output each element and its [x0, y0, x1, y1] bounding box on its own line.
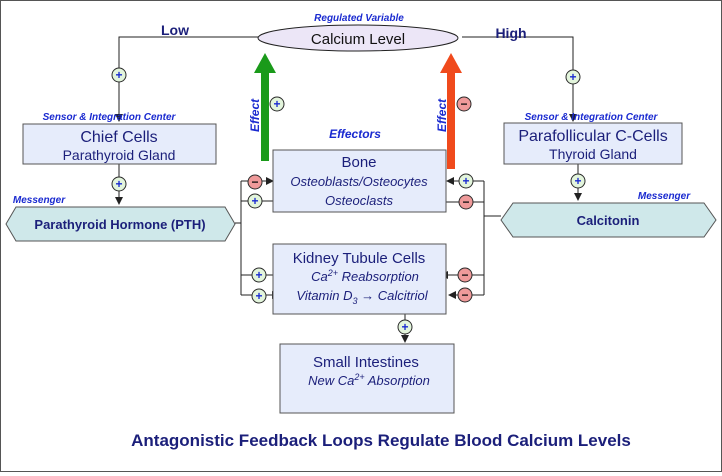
intestine-title: Small Intestines	[313, 354, 419, 371]
effect-label-right: Effect	[435, 98, 449, 132]
svg-text:+: +	[569, 70, 576, 84]
plus-sign-chief-pth: +	[111, 176, 127, 192]
kidney-title: Kidney Tubule Cells	[293, 250, 426, 267]
bone-title: Bone	[341, 154, 376, 171]
effect-arrow-red	[440, 53, 462, 169]
c-cells-title: Parafollicular C-Cells	[518, 128, 667, 145]
effect-arrow-green	[254, 53, 276, 161]
bone-osteoblasts: Osteoblasts/Osteocytes	[290, 174, 428, 189]
plus-sign-low-branch: +	[111, 67, 127, 83]
plus-sign-calcitonin-osteoblasts: +	[458, 173, 474, 189]
low-label: Low	[161, 22, 189, 38]
plus-sign-pth-vitamin: +	[251, 288, 267, 304]
svg-text:+: +	[115, 177, 122, 191]
right-sensor-caption: Sensor & Integration Center	[525, 112, 659, 123]
bone-osteoclasts: Osteoclasts	[325, 193, 393, 208]
diagram-footer-title: Antagonistic Feedback Loops Regulate Blo…	[131, 431, 631, 450]
effect-label-left: Effect	[248, 98, 262, 132]
svg-text:+: +	[574, 174, 581, 188]
kidney-reabsorption: Ca2+ Reabsorption	[311, 268, 419, 284]
minus-sign-calcitonin-osteoclasts: −	[458, 194, 474, 210]
left-sensor-caption: Sensor & Integration Center	[43, 112, 177, 123]
calcitonin-bus-upper	[483, 181, 501, 217]
bone-box	[272, 149, 447, 213]
svg-text:+: +	[462, 174, 469, 188]
calcium-level-label: Calcium Level	[311, 31, 405, 48]
plus-sign-pth-reabsorption: +	[251, 267, 267, 283]
chief-cells-subtitle: Parathyroid Gland	[63, 147, 176, 163]
sign-markers: + + + + + − − + + − + + − − +	[111, 67, 586, 335]
svg-text:+: +	[115, 68, 122, 82]
plus-sign-kidney-intestine: +	[397, 319, 413, 335]
svg-text:−: −	[462, 195, 469, 209]
calcium-level-oval	[257, 24, 459, 52]
high-branch-line	[462, 36, 577, 122]
plus-sign-ccells-calcitonin: +	[570, 173, 586, 189]
pth-messenger-label: Parathyroid Hormone (PTH)	[34, 217, 205, 232]
svg-text:+: +	[273, 97, 280, 111]
plus-sign-pth-osteoclasts: +	[247, 193, 263, 209]
minus-sign-calcitonin-vitamin: −	[457, 287, 473, 303]
chief-cells-title: Chief Cells	[80, 129, 157, 146]
c-cells-box	[503, 122, 683, 165]
kidney-box	[272, 243, 447, 315]
svg-text:+: +	[255, 289, 262, 303]
svg-text:−: −	[461, 268, 468, 282]
chief-cells-box	[22, 123, 217, 165]
svg-text:+: +	[251, 194, 258, 208]
svg-text:−: −	[251, 175, 258, 189]
svg-text:−: −	[461, 288, 468, 302]
svg-text:−: −	[460, 97, 467, 111]
intestine-box	[279, 343, 455, 414]
kidney-vitamin-d3: Vitamin D3 → Calcitriol	[296, 288, 428, 306]
plus-sign-high-branch: +	[565, 69, 581, 85]
left-messenger-caption: Messenger	[13, 195, 66, 206]
high-label: High	[495, 25, 526, 41]
calcitonin-messenger-shape	[500, 202, 717, 238]
c-cells-subtitle: Thyroid Gland	[549, 146, 637, 162]
svg-text:+: +	[255, 268, 262, 282]
right-messenger-caption: Messenger	[638, 191, 691, 202]
svg-text:+: +	[401, 320, 408, 334]
pth-messenger-shape	[5, 206, 236, 242]
minus-sign-pth-osteoblasts: −	[247, 174, 263, 190]
pth-bus-upper	[235, 181, 242, 224]
minus-sign-red-effect: −	[456, 96, 472, 112]
plus-sign-green-effect: +	[269, 96, 285, 112]
regulated-variable-caption: Regulated Variable	[314, 13, 404, 24]
minus-sign-calcitonin-reabsorption: −	[457, 267, 473, 283]
low-branch-line	[115, 36, 258, 122]
calcitonin-messenger-label: Calcitonin	[577, 213, 640, 228]
effectors-label: Effectors	[329, 127, 381, 141]
intestine-absorption: New Ca2+ Absorption	[308, 372, 430, 388]
